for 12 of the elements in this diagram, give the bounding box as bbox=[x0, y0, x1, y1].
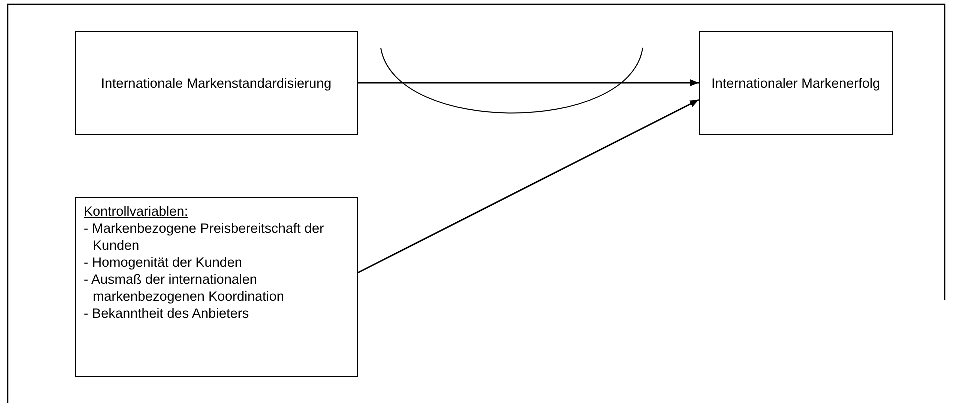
list-item: - Homogenität der Kunden bbox=[84, 254, 244, 271]
list-item: - Bekanntheit des Anbieters bbox=[84, 305, 250, 322]
list-heading: Kontrollvariablen: bbox=[84, 203, 190, 220]
box-label: Internationale Markenstandardisierung bbox=[101, 74, 332, 92]
list-item: - Markenbezogene Preisbereitschaft der Kunden bbox=[84, 220, 326, 254]
process-box bbox=[75, 31, 358, 135]
box-label: Internationaler Markenerfolg bbox=[712, 74, 880, 92]
process-box bbox=[699, 31, 893, 135]
arrow bbox=[358, 79, 699, 87]
arrow bbox=[358, 99, 700, 274]
list-item: - Ausmaß der internationalen markenbezogenen Koordination bbox=[84, 271, 286, 305]
process-box bbox=[75, 197, 358, 377]
